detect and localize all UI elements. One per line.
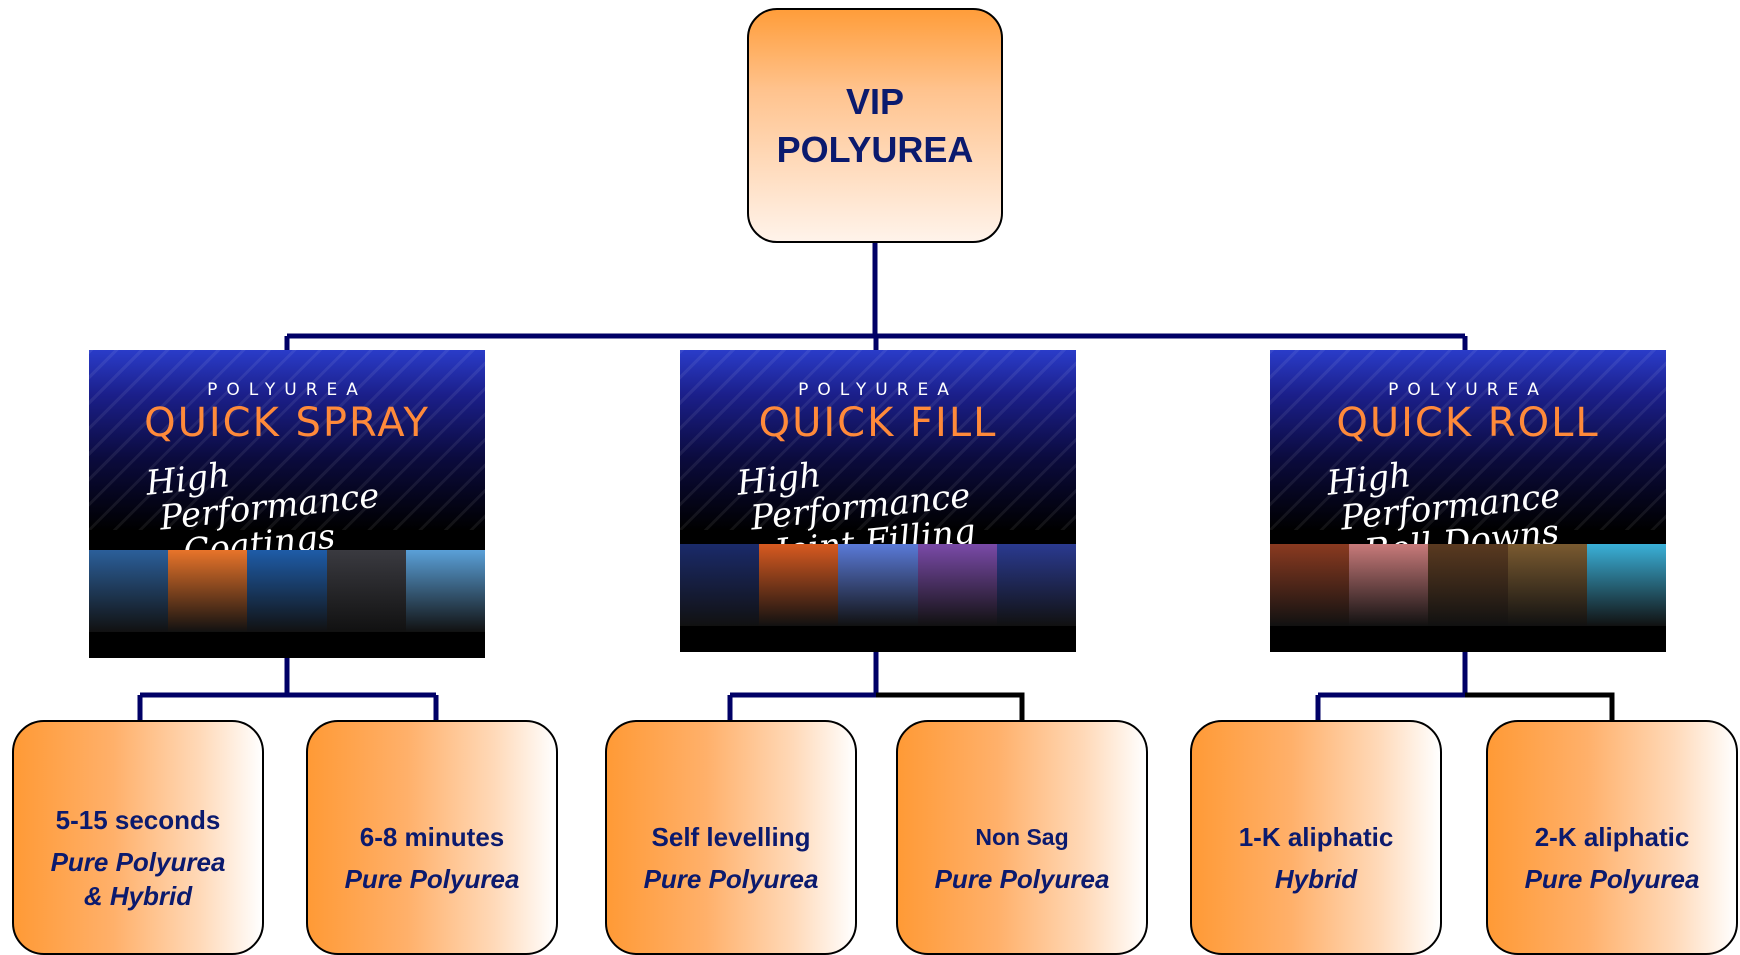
leaf-subtitle: Hybrid [1274, 863, 1358, 894]
leaf-title: Self levelling [651, 821, 811, 852]
root-title-line2: POLYUREA [776, 128, 974, 170]
banner-background [89, 350, 485, 530]
root-node: VIP POLYUREA [747, 8, 1003, 243]
leaf-node: 5-15 seconds Pure Polyurea & Hybrid [12, 720, 264, 955]
banner-background [680, 350, 1076, 530]
leaf-subtitle: Pure Polyurea [934, 863, 1110, 894]
leaf-node: Non Sag Pure Polyurea [896, 720, 1148, 955]
product-kicker: POLYUREA [1388, 380, 1548, 400]
product-quick-spray: POLYUREA QUICK SPRAY High Performance Co… [89, 350, 485, 658]
leaf-subtitle: Pure Polyurea [643, 863, 819, 894]
leaf-title: Non Sag [975, 823, 1069, 850]
photo [89, 550, 169, 632]
photo-strip [680, 544, 1076, 626]
banner-background [1270, 350, 1666, 530]
product-name: QUICK SPRAY [144, 400, 430, 446]
leaf-node: 1-K aliphatic Hybrid [1190, 720, 1442, 955]
leaf-subtitle: Pure Polyurea & Hybrid [50, 846, 226, 911]
leaf-title: 1-K aliphatic [1238, 821, 1394, 852]
photo [1349, 544, 1429, 626]
leaf-subtitle: Pure Polyurea [1524, 863, 1700, 894]
product-quick-fill: POLYUREA QUICK FILL High Performance Joi… [680, 350, 1076, 652]
leaf-node: 6-8 minutes Pure Polyurea [306, 720, 558, 955]
leaf-title: 2-K aliphatic [1534, 821, 1690, 852]
roll-bus-right [1465, 692, 1615, 722]
photo [247, 550, 327, 632]
photo [1428, 544, 1508, 626]
product-kicker: POLYUREA [207, 380, 367, 400]
photo [838, 544, 918, 626]
root-title-line1: VIP [845, 80, 905, 122]
photo [680, 544, 760, 626]
product-name: QUICK FILL [758, 400, 998, 446]
photo [326, 550, 406, 632]
product-name: QUICK ROLL [1336, 400, 1600, 446]
fill-bus-right [876, 692, 1025, 722]
photo-strip [1270, 544, 1666, 626]
photo [168, 550, 248, 632]
photo-strip [89, 550, 485, 632]
photo [405, 550, 485, 632]
leaf-node: Self levelling Pure Polyurea [605, 720, 857, 955]
photo [917, 544, 997, 626]
photo [1507, 544, 1587, 626]
product-quick-roll: POLYUREA QUICK ROLL High Performance Rol… [1270, 350, 1666, 652]
product-kicker: POLYUREA [798, 380, 958, 400]
leaf-subtitle: Pure Polyurea [344, 863, 520, 894]
leaf-node: 2-K aliphatic Pure Polyurea [1486, 720, 1738, 955]
photo [996, 544, 1076, 626]
photo [759, 544, 839, 626]
leaf-title: 6-8 minutes [359, 821, 505, 852]
photo [1586, 544, 1666, 626]
leaf-title: 5-15 seconds [55, 804, 221, 835]
photo [1270, 544, 1350, 626]
